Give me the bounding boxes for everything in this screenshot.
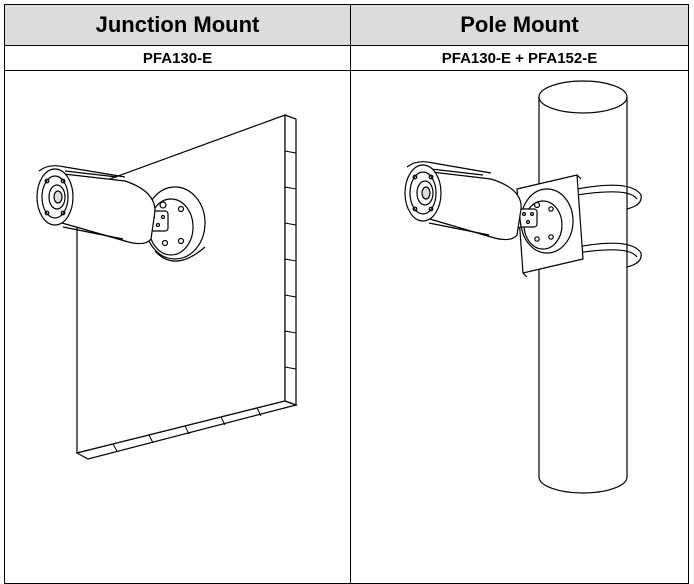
header-junction-mount: Junction Mount	[5, 5, 351, 46]
mount-table: Junction Mount Pole Mount PFA130-E PFA13…	[4, 4, 689, 584]
junction-mount-illustration	[5, 71, 351, 583]
pole-mount-illustration	[351, 71, 688, 583]
model-pole-mount: PFA130-E + PFA152-E	[351, 46, 688, 71]
wall-camera-drawing	[36, 114, 299, 460]
model-junction-mount: PFA130-E	[5, 46, 351, 71]
header-pole-mount: Pole Mount	[351, 5, 688, 46]
pole-camera-drawing	[404, 80, 642, 494]
